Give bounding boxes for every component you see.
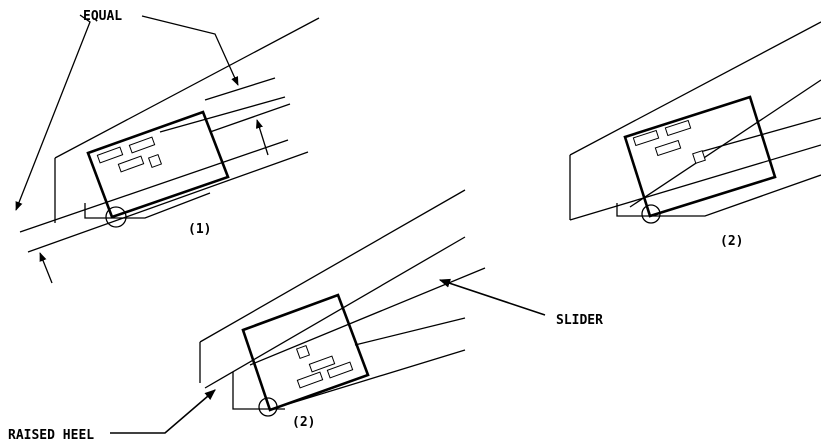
- equal-label: EQUAL: [83, 9, 122, 24]
- detail-2-right-nail-slot: [664, 119, 692, 137]
- detail-2-bottom-heel-circle: [258, 397, 278, 417]
- detail-2-right-inner-line: [699, 117, 821, 153]
- detail-2-bottom: SLIDER RAISED HEEL (2): [8, 189, 603, 443]
- detail-2-right-center-mark: [692, 150, 706, 164]
- dimension-arrow-left: [39, 252, 53, 284]
- detail-1-label: (1): [188, 222, 211, 237]
- detail-2-bottom-nail-slot: [296, 371, 324, 389]
- detail-1-top-chord: [54, 17, 320, 159]
- detail-2-right-gusset-plate: [623, 95, 777, 218]
- detail-1-bearing: [84, 192, 211, 219]
- detail-2-bottom-bearing: [232, 372, 285, 410]
- slider-label: SLIDER: [556, 313, 603, 328]
- detail-1-gusset-plate: [86, 110, 230, 219]
- detail-1-inner-line-a: [209, 103, 291, 133]
- detail-1-bottom-chord: [19, 139, 289, 233]
- detail-2-right-nail-slot: [654, 139, 682, 157]
- detail-2-bottom-inner-line: [354, 317, 466, 346]
- detail-2-bottom-lower-chord: [284, 349, 466, 406]
- detail-2-bottom-nail-slot: [308, 355, 336, 373]
- detail-2-bottom-label: (2): [292, 415, 315, 430]
- detail-1: EQUAL (1): [15, 9, 320, 284]
- detail-2-right-bottom-chord: [569, 144, 821, 221]
- detail-1-inner-line-c: [204, 77, 276, 101]
- raised-heel-leader: [110, 389, 216, 434]
- dimension-arrow-right: [255, 119, 269, 156]
- detail-2-bottom-top-chord: [199, 189, 466, 343]
- detail-1-inner-line-b: [159, 96, 286, 133]
- detail-1-heel-circle: [105, 206, 127, 228]
- detail-1-nail-slot: [96, 146, 124, 164]
- detail-2-right-label: (2): [720, 234, 743, 249]
- detail-2-right-heel-circle: [641, 204, 661, 224]
- detail-1-nail-slot: [128, 136, 156, 154]
- equal-leader-right: [141, 15, 239, 86]
- detail-2-right-nail-slot: [632, 129, 660, 147]
- detail-1-lower-chord: [27, 151, 309, 253]
- detail-2-right-top-chord: [569, 21, 821, 156]
- detail-2-bottom-nail-slot: [326, 361, 354, 379]
- detail-2-right-slider: [629, 79, 821, 208]
- detail-2-right-bearing: [616, 174, 821, 217]
- detail-1-center-mark: [147, 153, 163, 169]
- slider-leader: [438, 278, 546, 316]
- raised-heel-label: RAISED HEEL: [8, 428, 94, 443]
- equal-leader-left: [15, 14, 91, 211]
- detail-2-bottom-center-mark: [295, 344, 311, 360]
- detail-1-nail-slot: [117, 155, 145, 173]
- detail-2-bottom-upper-chord: [204, 236, 466, 389]
- detail-2-right: (2): [569, 21, 821, 249]
- detail-2-bottom-gusset-plate: [241, 293, 370, 412]
